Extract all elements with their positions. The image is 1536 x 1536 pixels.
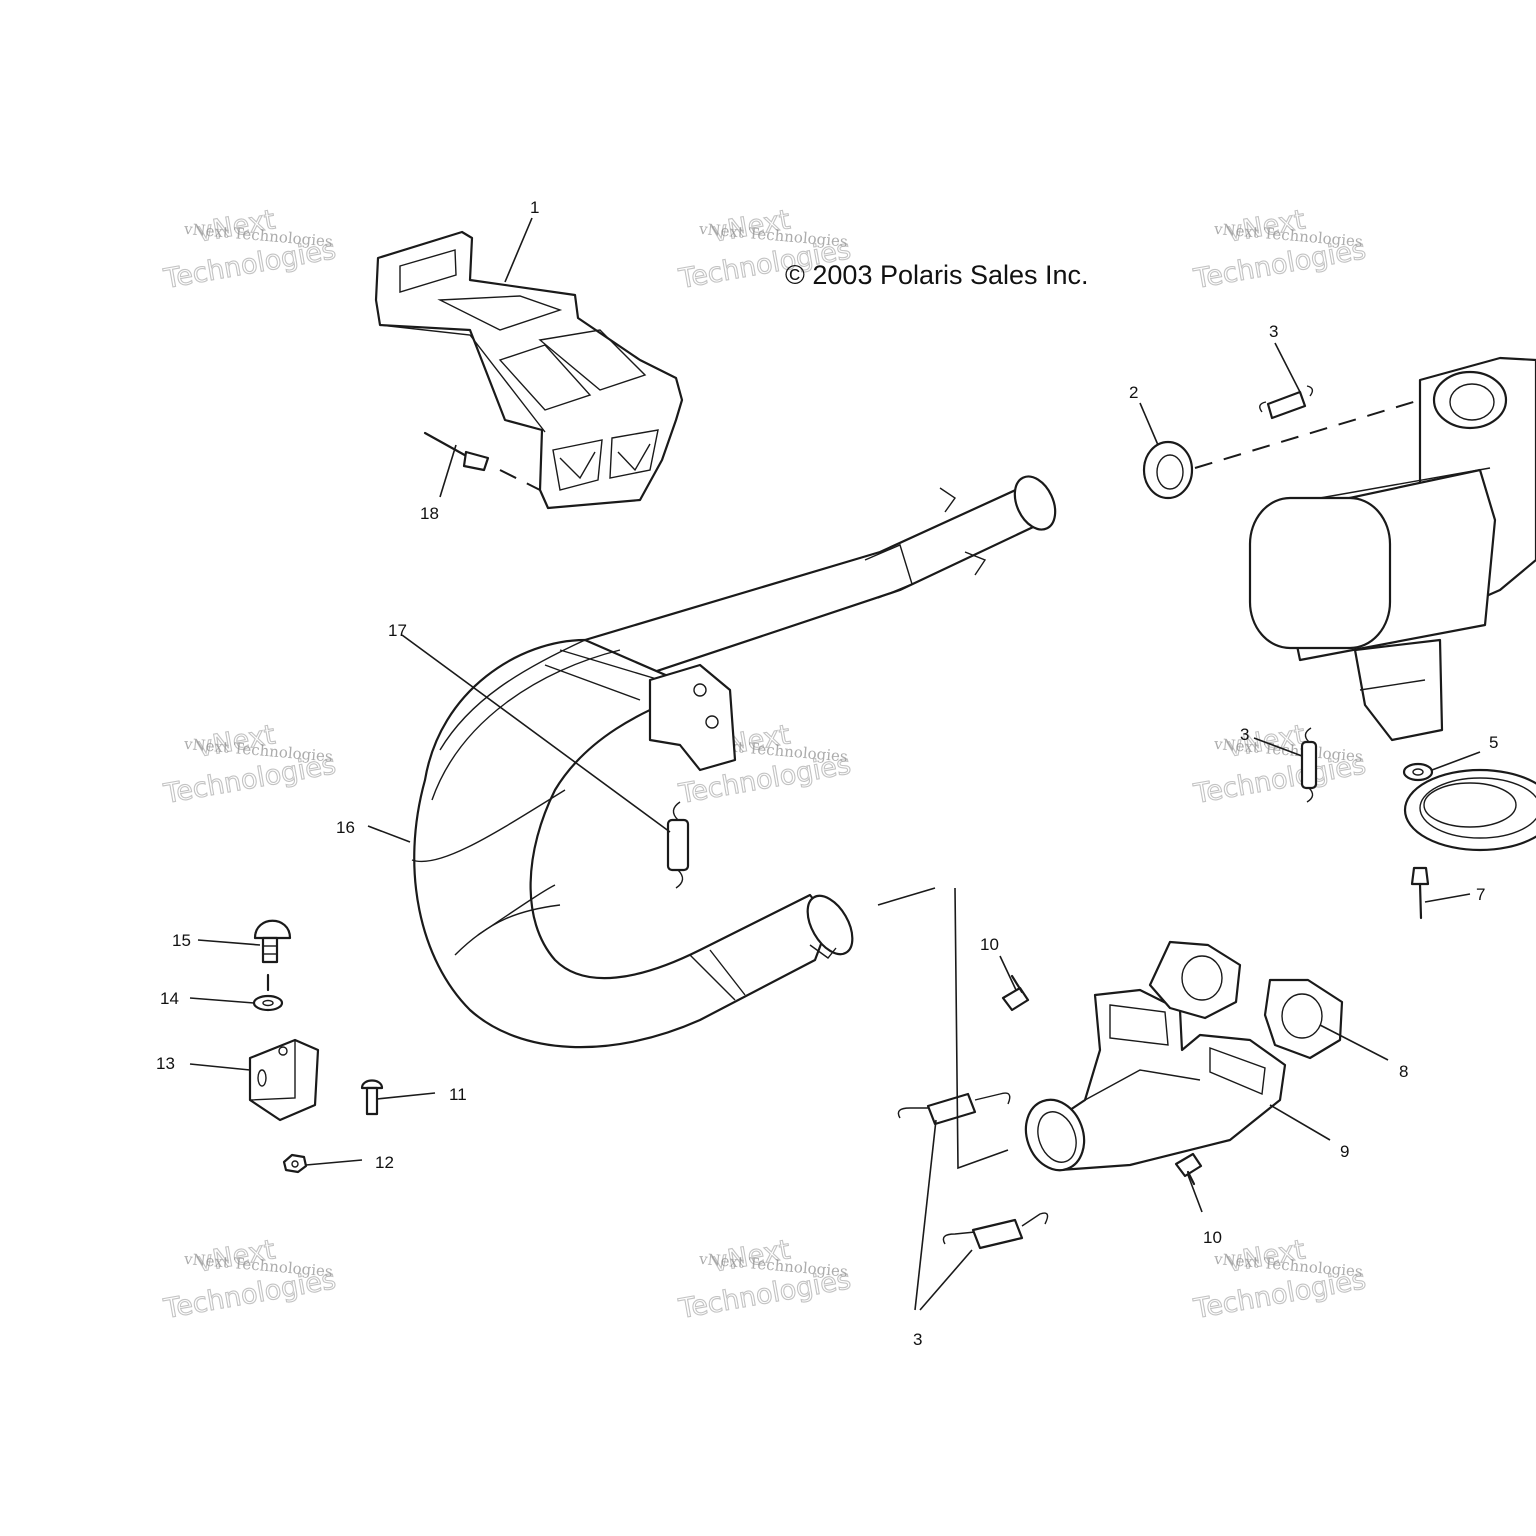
- grommet-ring: [1403, 768, 1536, 852]
- callout-3-bottom: 3: [913, 1330, 922, 1349]
- grouping-bracket: [877, 887, 1009, 1170]
- part-15-bolt: [253, 919, 292, 964]
- callout-16: 16: [336, 818, 355, 837]
- part-9-y-manifold: [1024, 988, 1287, 1172]
- part-3-spring-top: [1259, 385, 1314, 420]
- part-10-screw-upper: [1001, 974, 1030, 1012]
- callout-18: 18: [420, 504, 439, 523]
- part-2-seal-ring: [1142, 399, 1421, 500]
- part-3-spring-bottom-1: [897, 1092, 1011, 1126]
- copyright-notice: © 2003 Polaris Sales Inc.: [785, 260, 1089, 290]
- callout-10-lower: 10: [1203, 1228, 1222, 1247]
- part-12-nut: [282, 1153, 308, 1174]
- callout-15: 15: [172, 931, 191, 950]
- callout-12: 12: [375, 1153, 394, 1172]
- callout-5: 5: [1489, 733, 1498, 752]
- part-13-mount-bracket: [248, 1038, 320, 1122]
- part-10-screw-lower: [1174, 1152, 1203, 1186]
- part-8-gasket-upper: [1148, 940, 1242, 1020]
- part-14-washer: [252, 973, 284, 1012]
- callout-14: 14: [160, 989, 179, 1008]
- callout-7: 7: [1476, 885, 1485, 904]
- part-16-exhaust-pipe: [411, 475, 1057, 1049]
- callout-8: 8: [1399, 1062, 1408, 1081]
- part-7-pin: [1410, 866, 1430, 920]
- part-17-spring: [666, 801, 690, 889]
- callout-1: 1: [530, 198, 539, 217]
- leader-lines: [189, 217, 1481, 1311]
- callout-11: 11: [449, 1085, 467, 1104]
- callout-17: 17: [388, 621, 407, 640]
- callout-3-top: 3: [1269, 322, 1278, 341]
- callout-labels: 1 2 3 3 3 5 7 8 9 10 10 11 12 13 14 15 1…: [156, 198, 1498, 1349]
- callout-10-upper: 10: [980, 935, 999, 954]
- callout-2: 2: [1129, 383, 1138, 402]
- callout-9: 9: [1340, 1142, 1349, 1161]
- part-5-washer: [1402, 762, 1434, 782]
- callout-3-mid: 3: [1240, 725, 1249, 744]
- callout-13: 13: [156, 1054, 175, 1073]
- part-1-exhaust-bracket: [374, 230, 684, 510]
- silencer-assembly: [1248, 356, 1536, 742]
- part-18-rivet: [423, 431, 490, 472]
- part-11-bolt: [360, 1079, 384, 1116]
- part-3-spring-mid: [1300, 727, 1318, 803]
- part-3-spring-bottom-2: [942, 1212, 1049, 1250]
- part-8-gasket-lower: [1263, 978, 1344, 1060]
